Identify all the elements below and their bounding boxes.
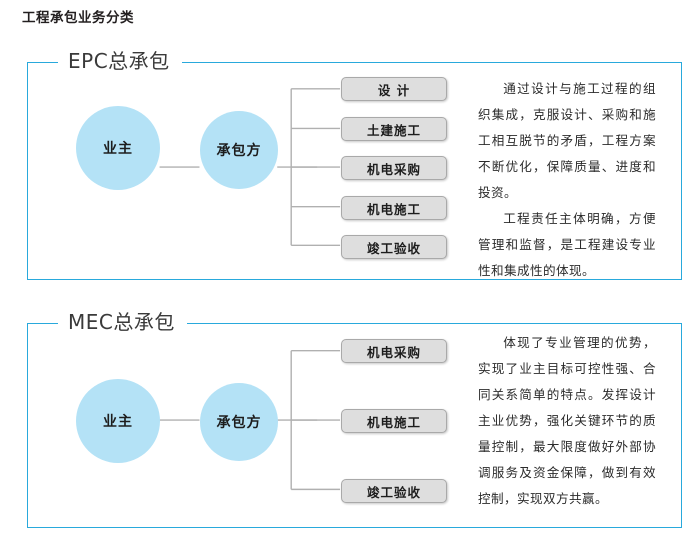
item-box-label: 土建施工 [366, 122, 421, 138]
item-box-design[interactable]: 设 计 [341, 77, 447, 101]
section-title-epc: EPC总承包 [58, 46, 182, 76]
item-box-label: 机电施工 [366, 414, 421, 430]
section-panel-mec: MEC总承包 业主 承包方 机电采购 机电施工 竣工验收 [27, 307, 682, 528]
item-box-label: 机电采购 [366, 344, 421, 360]
item-box-mep-construction[interactable]: 机电施工 [341, 409, 447, 433]
item-box-label: 设 计 [377, 82, 411, 98]
node-owner-mec[interactable]: 业主 [76, 379, 160, 463]
node-owner-label-mec: 业主 [103, 414, 133, 430]
item-box-label: 竣工验收 [366, 484, 421, 500]
node-contractor-epc[interactable]: 承包方 [200, 111, 278, 189]
description-paragraph: 工程责任主体明确，方便管理和监督，是工程建设专业性和集成性的体现。 [478, 211, 656, 278]
page-title: 工程承包业务分类 [22, 10, 134, 26]
node-contractor-mec[interactable]: 承包方 [200, 383, 278, 461]
item-box-mep-construction[interactable]: 机电施工 [341, 196, 447, 220]
item-box-civil-construction[interactable]: 土建施工 [341, 117, 447, 141]
node-contractor-label-mec: 承包方 [216, 415, 262, 431]
section-title-mec: MEC总承包 [58, 307, 187, 337]
description-epc: 通过设计与施工过程的组织集成，克服设计、采购和施工相互脱节的矛盾，工程方案不断优… [478, 76, 656, 284]
description-paragraph: 体现了专业管理的优势，实现了业主目标可控性强、合同关系简单的特点。发挥设计主业优… [478, 335, 656, 506]
item-box-mep-procurement[interactable]: 机电采购 [341, 339, 447, 363]
item-box-mep-procurement[interactable]: 机电采购 [341, 156, 447, 180]
description-paragraph: 通过设计与施工过程的组织集成，克服设计、采购和施工相互脱节的矛盾，工程方案不断优… [478, 81, 656, 200]
item-box-completion-acceptance[interactable]: 竣工验收 [341, 479, 447, 503]
item-box-completion-acceptance[interactable]: 竣工验收 [341, 235, 447, 259]
diagram-mec: 业主 承包方 机电采购 机电施工 竣工验收 [28, 324, 681, 527]
node-contractor-label-epc: 承包方 [216, 143, 262, 159]
item-box-label: 竣工验收 [366, 240, 421, 256]
node-owner-epc[interactable]: 业主 [76, 106, 160, 190]
item-box-label: 机电施工 [366, 201, 421, 217]
section-panel-epc: EPC总承包 业主 承包方 [27, 46, 682, 280]
node-owner-label-epc: 业主 [103, 141, 133, 157]
description-mec: 体现了专业管理的优势，实现了业主目标可控性强、合同关系简单的特点。发挥设计主业优… [478, 330, 656, 512]
item-box-label: 机电采购 [366, 161, 421, 177]
